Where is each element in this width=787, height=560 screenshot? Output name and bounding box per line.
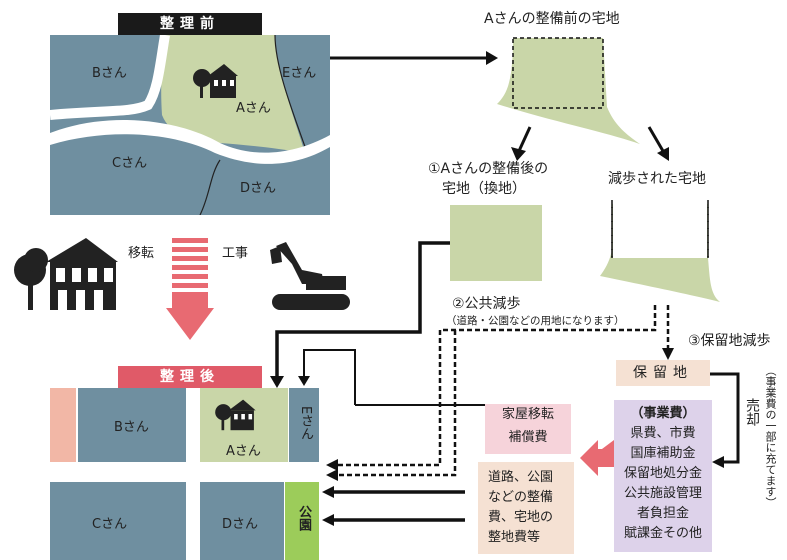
sale-label: 売却	[744, 398, 760, 426]
maintenance-line1: 道路、公園	[488, 470, 554, 485]
before-b-label: Bさん	[92, 66, 127, 81]
before-e-label: Eさん	[282, 66, 317, 81]
down-arrow-big	[166, 238, 214, 340]
reduced-shape	[600, 198, 720, 302]
replotted-plot	[450, 205, 542, 281]
a-before-title: Aさんの整備前の宅地	[484, 11, 620, 27]
after-plot-d	[200, 482, 284, 560]
after-a-label: Aさん	[226, 444, 261, 459]
a-before-shape	[497, 37, 640, 144]
maintenance-line4: 整地費等	[488, 530, 541, 545]
project-cost-item-5: 者負担金	[636, 506, 689, 521]
house-icon	[193, 64, 238, 98]
after-park-label: 公園	[296, 505, 311, 531]
maintenance-box: 道路、公園 などの整備 費、宅地の 整地費等	[478, 462, 574, 554]
before-c-label: Cさん	[112, 156, 148, 171]
arrow-to-reduced	[647, 126, 669, 161]
compensation-line2: 補償費	[508, 430, 548, 445]
project-cost-item-3: 保留地処分金	[623, 466, 702, 481]
replotted-label-2: 宅地（換地）	[442, 181, 526, 197]
reserve-reduction-label: ③保留地減歩	[688, 333, 771, 349]
after-plot-e	[289, 388, 319, 462]
before-d-label: Dさん	[240, 181, 277, 196]
after-e-label: Eさん	[298, 406, 313, 441]
after-c-label: Cさん	[92, 517, 128, 532]
arrow-to-replotted	[511, 126, 532, 161]
header-before: 整理前	[118, 13, 262, 35]
public-reduction-note: （道路・公園などの用地になります）	[446, 315, 625, 327]
sale-note: （事業費の一部に充てます）	[764, 365, 777, 508]
project-cost-item-4: 公共施設管理	[623, 486, 702, 501]
after-plot-c	[50, 482, 186, 560]
project-cost-title: （事業費）	[630, 406, 696, 421]
house-small-icon	[215, 399, 256, 431]
excavator-icon	[270, 242, 350, 310]
after-park	[285, 482, 319, 560]
project-cost-box: （事業費） 県費、市費 国庫補助金 保留地処分金 公共施設管理 者負担金 賦課金…	[614, 400, 712, 552]
public-reduction-label: ②公共減歩	[452, 296, 521, 312]
header-after: 整理後	[118, 366, 262, 388]
compensation-box: 家屋移転 補償費	[485, 404, 571, 454]
reserve-land-box: 保留地	[616, 360, 710, 386]
maintenance-line2: などの整備	[488, 490, 554, 505]
house-large-icon	[14, 238, 118, 310]
arrow-before-to-a	[330, 51, 498, 65]
pink-arrow-left	[580, 440, 622, 476]
relocation-label: 移転	[128, 246, 155, 261]
project-cost-item-6: 賦課金その他	[623, 526, 702, 541]
replotted-label-1: ①Aさんの整備後の	[428, 161, 549, 177]
project-cost-item-1: 県費、市費	[630, 426, 696, 441]
project-cost-item-2: 国庫補助金	[630, 446, 696, 461]
before-a-label: Aさん	[236, 101, 271, 116]
after-d-label: Dさん	[222, 517, 259, 532]
compensation-line1: 家屋移転	[501, 407, 554, 422]
after-b-label: Bさん	[114, 420, 149, 435]
maintenance-line3: 費、宅地の	[488, 510, 554, 525]
after-plot-b	[78, 388, 186, 462]
after-pink-strip	[50, 388, 76, 462]
reduced-label: 減歩された宅地	[608, 171, 706, 187]
construction-label: 工事	[222, 246, 249, 261]
